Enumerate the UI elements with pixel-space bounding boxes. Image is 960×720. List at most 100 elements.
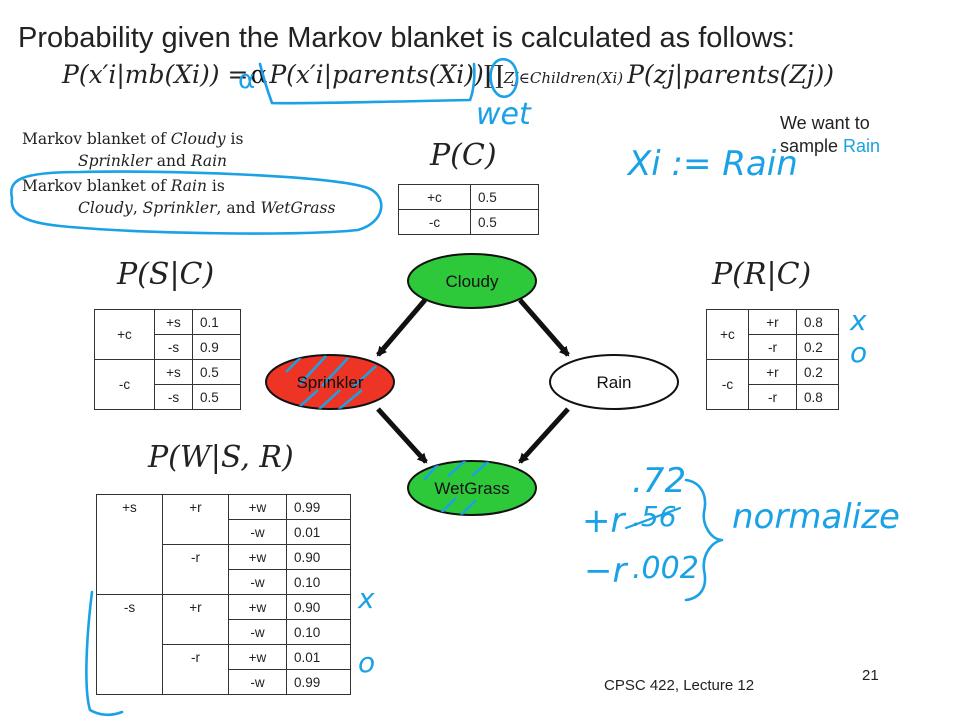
ink-wet: wet xyxy=(476,97,532,132)
edge-sprinkler-wetgrass xyxy=(376,407,428,464)
node-rain-label: Rain xyxy=(597,373,632,392)
we-want-line2: sample Rain xyxy=(780,136,881,156)
pwsr-cell: 0.99 xyxy=(286,669,351,695)
node-sprinkler-label: Sprinkler xyxy=(296,373,363,392)
ink-w-values-top: x xyxy=(357,582,375,615)
pwsr-cell: -w xyxy=(228,669,287,695)
slide-title: Probability given the Markov blanket is … xyxy=(18,22,795,54)
prc-cell: +r xyxy=(748,359,797,385)
pwsr-title: P(W|S, R) xyxy=(148,440,294,475)
markov-blanket-rain-line1: Markov blanket of Rain is xyxy=(22,177,225,195)
markov-blanket-cloudy-line2: Sprinkler and Rain xyxy=(78,152,228,170)
footer-course: CPSC 422, Lecture 12 xyxy=(604,677,755,694)
psc-cell: +s xyxy=(154,309,193,335)
equation-lhs: P(x′i|mb(Xi)) = xyxy=(62,60,249,89)
ink-normalize: normalize xyxy=(732,497,900,537)
node-rain[interactable]: Rain xyxy=(549,354,679,410)
psc-title: P(S|C) xyxy=(117,257,215,292)
markov-blanket-rain-line2: Cloudy, Sprinkler, and WetGrass xyxy=(78,199,336,217)
node-wetgrass-label: WetGrass xyxy=(434,479,509,498)
node-sprinkler[interactable]: Sprinkler xyxy=(265,352,395,412)
edge-rain-wetgrass xyxy=(518,407,570,464)
ink-xi-rain: Xi := Rain xyxy=(626,144,798,184)
psc-cell: 0.9 xyxy=(192,334,241,360)
pwsr-cell: 0.10 xyxy=(286,569,351,595)
psc-cell: +s xyxy=(154,359,193,385)
pc-cell: +c xyxy=(398,184,471,210)
ink-number-72: .72 xyxy=(632,461,686,501)
ink-circle-children xyxy=(489,57,519,98)
equation-product-subscript: Zj∈Children(Xi) xyxy=(503,69,624,87)
psc-cell: 0.5 xyxy=(192,384,241,410)
edge-cloudy-rain xyxy=(518,298,570,357)
ink-bracket-parents xyxy=(270,62,476,105)
node-wetgrass[interactable]: WetGrass xyxy=(407,460,537,516)
markov-blanket-equation: P(x′i|mb(Xi)) =αP(x′i|parents(Xi))∏Zj∈Ch… xyxy=(62,60,834,89)
ink-number-56: .56 xyxy=(632,500,677,533)
equation-factor-children: P(zj|parents(Zj)) xyxy=(627,60,835,89)
equation-factor-parents: P(x′i|parents(Xi)) xyxy=(269,60,484,89)
prc-parent-cell: -c xyxy=(706,359,749,410)
we-want-line1: We want to xyxy=(780,113,870,133)
equation-product-symbol: ∏ xyxy=(483,60,504,89)
ink-strike-56 xyxy=(624,506,682,530)
pwsr-cell: +w xyxy=(228,494,287,520)
we-want-note: We want to sample Rain xyxy=(780,112,880,158)
we-want-highlight: Rain xyxy=(843,136,881,156)
ink-alpha: α xyxy=(238,65,255,95)
pwsr-cell: 0.90 xyxy=(286,544,351,570)
psc-cell: -s xyxy=(154,334,193,360)
ink-minus-r: −r xyxy=(584,551,628,591)
prc-cell: +r xyxy=(748,309,797,335)
node-cloudy-label: Cloudy xyxy=(446,272,499,291)
pc-cell: 0.5 xyxy=(470,184,539,210)
ink-annotation-text: α wet Xi := Rain x o x o .72 +r .56 −r .… xyxy=(238,65,900,679)
prc-parent-cell: +c xyxy=(706,309,749,360)
pwsr-cell: 0.01 xyxy=(286,519,351,545)
pc-title: P(C) xyxy=(430,138,497,173)
edge-cloudy-sprinkler xyxy=(376,298,427,357)
ink-circle-rain-blanket xyxy=(10,170,383,235)
markov-blanket-cloudy-line1: Markov blanket of Cloudy is xyxy=(22,130,244,148)
pwsr-cell: 0.90 xyxy=(286,594,351,620)
equation-alpha: α xyxy=(250,60,268,89)
pwsr-s-cell: -s xyxy=(96,594,163,695)
ink-bracket-minus-s xyxy=(85,590,124,717)
pc-cell: -c xyxy=(398,209,471,235)
ink-curly-brace xyxy=(684,478,724,602)
ink-r-values-top: x xyxy=(849,304,867,337)
ink-alpha-stroke xyxy=(258,62,274,105)
pwsr-cell: -w xyxy=(228,519,287,545)
ink-w-values-bottom: o xyxy=(358,646,375,679)
ink-plus-r: +r xyxy=(582,501,626,541)
prc-cell: 0.8 xyxy=(796,384,839,410)
page-number: 21 xyxy=(862,667,879,684)
ink-annotations xyxy=(10,57,724,717)
pwsr-r-cell: -r xyxy=(162,644,229,695)
node-cloudy[interactable]: Cloudy xyxy=(407,253,537,309)
psc-cell: 0.5 xyxy=(192,359,241,385)
ink-number-002: .002 xyxy=(632,551,699,586)
prc-title: P(R|C) xyxy=(712,257,812,292)
pc-cell: 0.5 xyxy=(470,209,539,235)
